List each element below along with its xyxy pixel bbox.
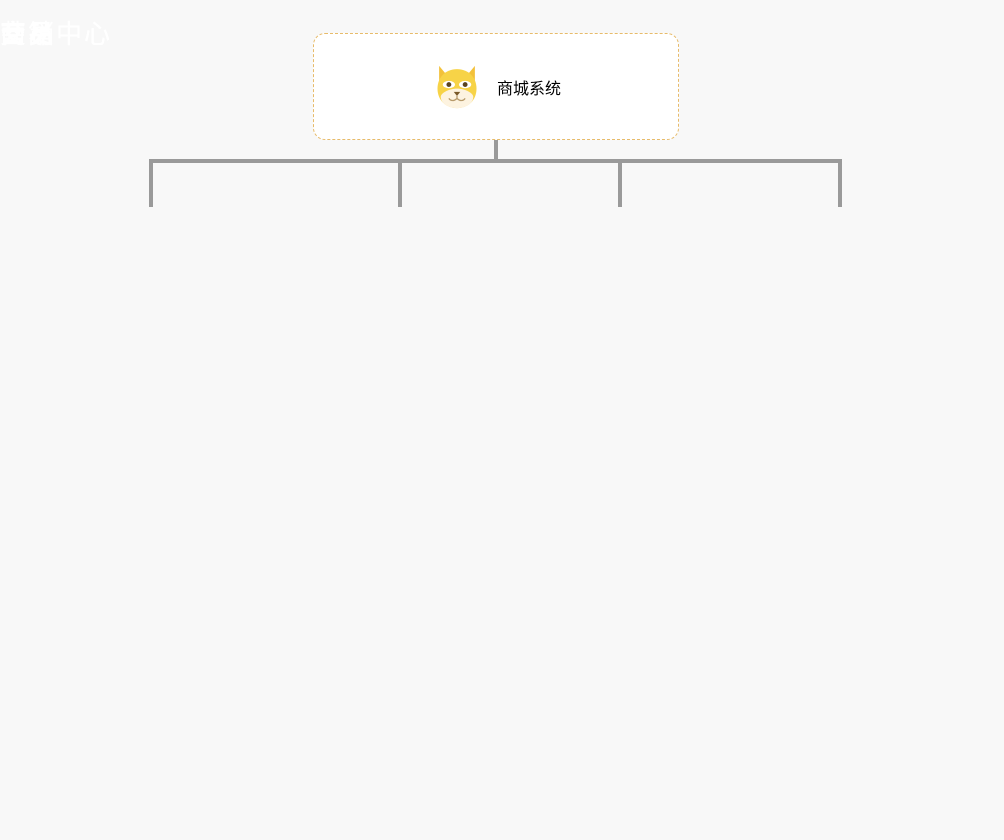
shiba-dog-face-icon <box>437 65 477 108</box>
branch-drop-connector-4 <box>838 159 842 207</box>
branch-drop-connector-3 <box>618 159 622 207</box>
root-stem-connector <box>494 140 498 162</box>
category-header-product-center[interactable]: 商品中心 <box>0 0 112 65</box>
category-label: 商品中心 <box>0 19 113 49</box>
root-title: 商城系统 <box>496 80 561 98</box>
category-header-marketing-center[interactable]: 营销中心 <box>0 0 112 65</box>
category-header-trade-center[interactable]: 交易中心 <box>0 0 112 65</box>
root-node[interactable]: 商城系统 <box>313 33 679 140</box>
category-label: 会员中心 <box>0 19 113 49</box>
branch-drop-connector-2 <box>398 159 402 207</box>
category-header-member-center[interactable]: 会员中心 <box>0 0 112 65</box>
horizontal-bus-connector <box>150 159 842 163</box>
branch-drop-connector-1 <box>149 159 153 207</box>
category-label: 交易中心 <box>0 19 113 49</box>
category-label: 营销中心 <box>0 19 113 49</box>
